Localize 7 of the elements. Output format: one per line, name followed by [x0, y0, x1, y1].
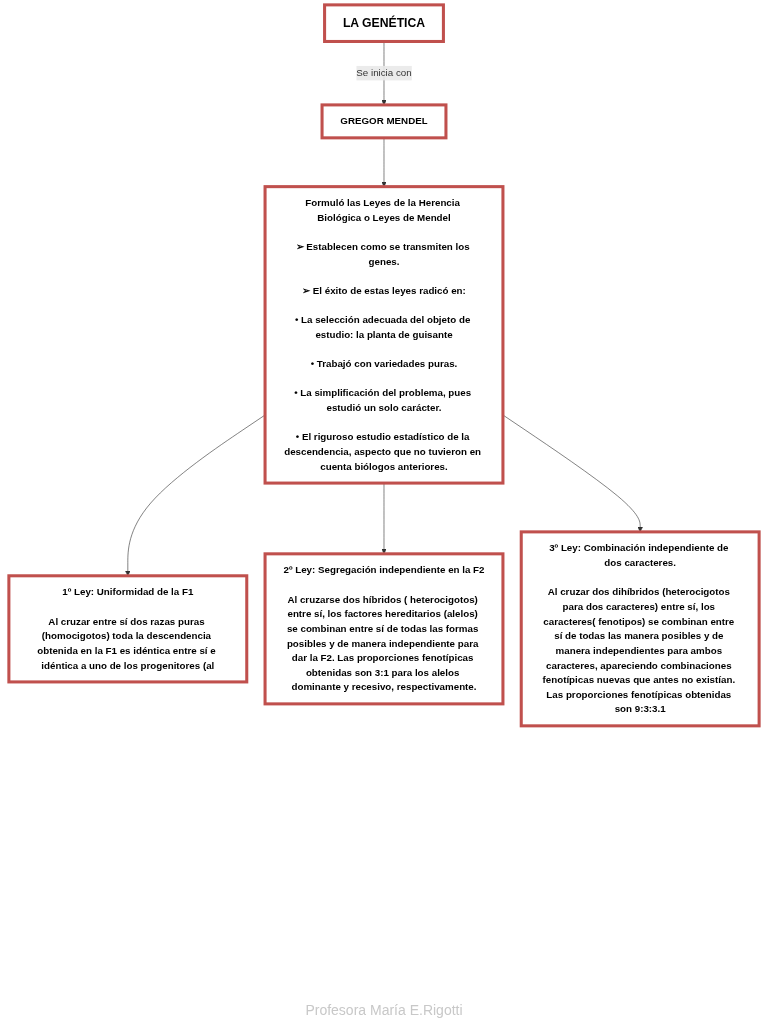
node-box: 2º Ley: Segregación independiente en la F2 Al cruzarse dos híbridos ( heterocigotos) entre sí, los factores hereditarios (alelos) se combinan entre sí de todas las formas posibles y de manera independiente para dar la F2. Las proporciones fenotípicas obtenidas son 3:1 para los alelos dominante y recesivo, respectivamente.: [263, 552, 505, 706]
node-box: 1º Ley: Uniformidad de la F1 Al cruzar entre sí dos razas puras (homocigotos) toda la descendencia obtenida en la F1 es idéntica entre sí e idéntica a uno de los progenitores (al: [7, 574, 249, 684]
node-box: 3º Ley: Combinación independiente de dos caracteres. Al cruzar dos dihíbridos (heterocigotos para dos caracteres) entre sí, los caracteres( fenotipos) se combinan entre sí de todas las manera posibles y de manera independientes para ambos caracteres, apareciendo combinaciones fenotípicas nuevas que antes no existían. Las proporciones fenotípicas obtenidas son 9:3:3.1: [519, 530, 761, 728]
node-box: Formuló las Leyes de la Herencia Biológica o Leyes de Mendel ➢ Establecen como se transmiten los genes. ➢ El éxito de estas leyes radicó en: • La selección adecuada del objeto de estudio: la planta de guisante • Trabajó con variedades puras. • La simplificación del problema, pues estudió un solo carácter. • El riguroso estudio estadístico de la descendencia, aspecto que no tuvieron en cuenta biólogos anteriores.: [263, 185, 505, 485]
node-box: LA GENÉTICA: [323, 3, 445, 43]
edge-label: Se inicia con: [356, 67, 412, 79]
node-box: GREGOR MENDEL: [320, 103, 448, 140]
